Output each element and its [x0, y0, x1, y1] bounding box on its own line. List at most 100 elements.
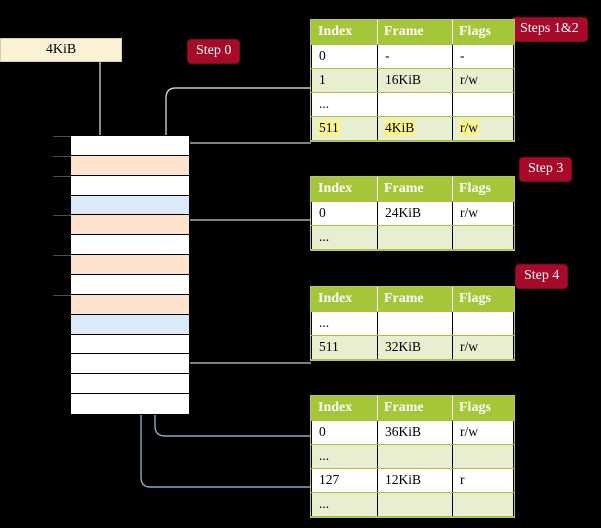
cell-index: 0 — [311, 201, 378, 226]
memory-frame-9 — [71, 314, 189, 335]
column-header-flags: Flags — [452, 20, 514, 45]
table-row[interactable]: 127 12KiB r — [311, 468, 514, 493]
cell-text: 0 — [319, 205, 326, 220]
virtual-page-box: 4KiB — [0, 38, 122, 62]
cell-index: ... — [311, 225, 378, 250]
column-header-frame: Frame — [377, 177, 453, 202]
cell-frame — [377, 444, 453, 469]
cell-text: ... — [319, 315, 330, 330]
column-header-frame: Frame — [377, 396, 453, 421]
cell-flags — [452, 444, 514, 469]
badge-step0: Step 0 — [188, 40, 240, 63]
memory-frame-6 — [71, 255, 189, 275]
cell-flags — [452, 311, 514, 336]
cell-text: 0 — [319, 424, 326, 439]
cell-index: 511 — [311, 116, 378, 141]
cell-index: 1 — [311, 68, 378, 93]
physical-memory-column — [53, 135, 190, 415]
cell-index: ... — [311, 444, 378, 469]
table-row[interactable]: 511 32KiB r/w — [311, 335, 514, 360]
table-row[interactable]: 0 36KiB r/w — [311, 420, 514, 445]
table-row[interactable]: 0 -- — [311, 44, 514, 69]
virtual-page-label: 4KiB — [45, 42, 77, 57]
column-header-index: Index — [311, 396, 378, 421]
cell-index: 0 — [311, 420, 378, 445]
memory-frame-2 — [71, 175, 189, 196]
cell-text: 1 — [319, 72, 326, 87]
cell-frame: 32KiB — [377, 335, 453, 360]
cell-text: 24KiB — [385, 205, 422, 220]
cell-flags: - — [452, 44, 514, 69]
memory-frame-0 — [71, 136, 189, 156]
table-row[interactable]: ... — [311, 92, 514, 117]
cell-text: 127 — [319, 472, 340, 487]
cell-text: r/w — [460, 339, 478, 354]
memory-frame-10 — [71, 334, 189, 355]
cell-index: ... — [311, 311, 378, 336]
cell-text: ... — [319, 229, 330, 244]
column-header-index: Index — [311, 20, 378, 45]
table-row[interactable]: ... — [311, 444, 514, 469]
memory-frame-4 — [71, 215, 189, 236]
cell-text: 16KiB — [385, 72, 422, 87]
memory-frame-13 — [71, 394, 189, 414]
table-row[interactable]: ... — [311, 311, 514, 336]
column-header-frame: Frame — [377, 287, 453, 312]
cell-flags: r/w — [452, 420, 514, 445]
cell-flags — [452, 492, 514, 517]
cell-frame — [377, 92, 453, 117]
memory-frame-3 — [71, 195, 189, 216]
column-header-frame: Frame — [377, 20, 453, 45]
cell-text: 36KiB — [385, 424, 422, 439]
table-row[interactable]: ... — [311, 492, 514, 517]
memory-frame-8 — [71, 294, 189, 315]
cell-frame: 4KiB — [377, 116, 453, 141]
memory-tick-1 — [53, 155, 71, 157]
cell-text: ... — [319, 96, 330, 111]
cell-text: r — [460, 472, 465, 487]
badge-steps12: Steps 1&2 — [512, 18, 587, 41]
cell-flags — [452, 92, 514, 117]
memory-tick-8 — [53, 294, 71, 296]
cell-frame: 24KiB — [377, 201, 453, 226]
cell-frame: 16KiB — [377, 68, 453, 93]
cell-flags — [452, 225, 514, 250]
cell-text: 511 — [319, 339, 339, 354]
cell-text: - — [460, 48, 465, 63]
memory-frame-11 — [71, 354, 189, 375]
cell-frame: - — [377, 44, 453, 69]
cell-index: 0 — [311, 44, 378, 69]
cell-flags: r — [452, 468, 514, 493]
cell-flags: r/w — [452, 68, 514, 93]
cell-text: r/w — [460, 72, 478, 87]
memory-frame-7 — [71, 275, 189, 295]
cell-index: ... — [311, 492, 378, 517]
cell-frame: 12KiB — [377, 468, 453, 493]
cell-flags: r/w — [452, 335, 514, 360]
cell-text: ... — [319, 496, 330, 511]
cell-index: ... — [311, 92, 378, 117]
column-header-flags: Flags — [452, 396, 514, 421]
cell-frame — [377, 225, 453, 250]
memory-frame-5 — [71, 235, 189, 256]
table-row[interactable]: 1 16KiB r/w — [311, 68, 514, 93]
cell-frame — [377, 492, 453, 517]
badge-step4: Step 4 — [516, 265, 568, 288]
column-header-index: Index — [311, 287, 378, 312]
cell-index: 127 — [311, 468, 378, 493]
memory-tick-6 — [53, 255, 71, 257]
memory-tick-2 — [53, 175, 71, 177]
badge-step3: Step 3 — [520, 158, 572, 181]
memory-tick-4 — [53, 215, 71, 217]
cell-text: 0 — [319, 48, 326, 63]
cell-text: ... — [319, 448, 330, 463]
memory-frame-12 — [71, 374, 189, 395]
table-row[interactable]: ... — [311, 225, 514, 250]
